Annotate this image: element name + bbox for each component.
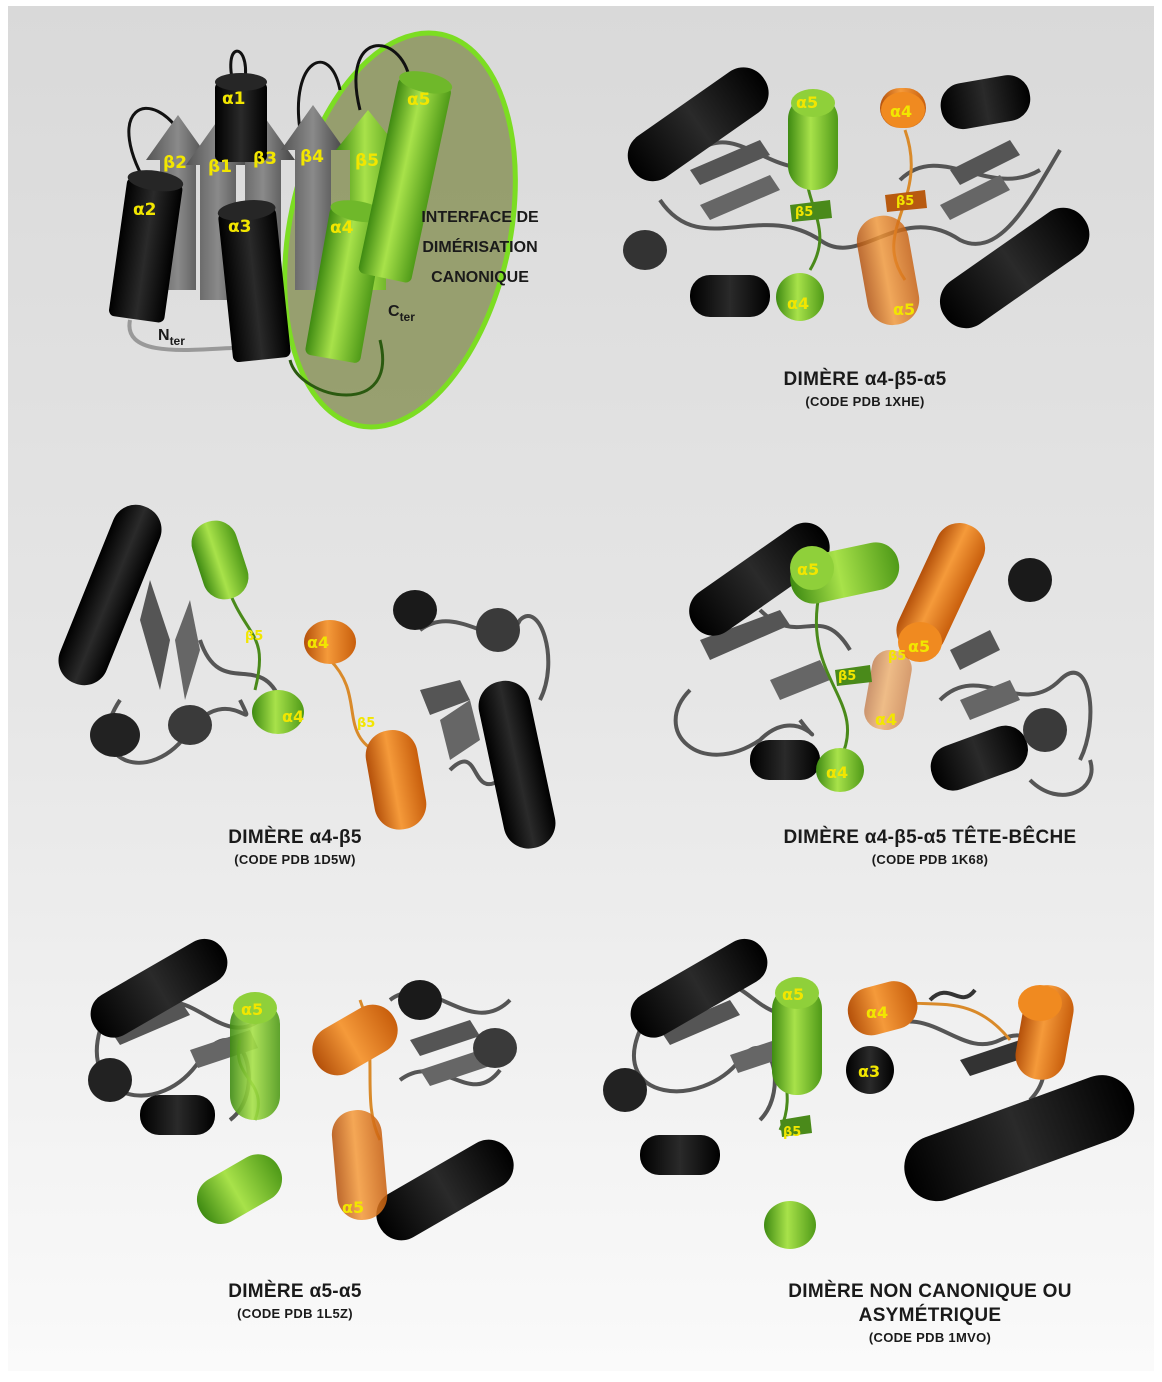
label-g-beta5: β5 xyxy=(795,205,813,220)
caption-code: (CODE PDB 1D5W) xyxy=(150,850,440,870)
label-beta3: β3 xyxy=(253,149,277,169)
label-g-beta5: β5 xyxy=(783,1125,801,1140)
caption-title: DIMÈRE α5-α5 xyxy=(150,1280,440,1304)
label-o-alpha5: α5 xyxy=(342,1198,364,1217)
label-alpha4: α4 xyxy=(330,218,354,238)
label-o-beta5: β5 xyxy=(896,194,914,209)
label-alpha1: α1 xyxy=(222,89,246,109)
caption-title: DIMÈRE α4-β5-α5 TÊTE-BÊCHE xyxy=(740,826,1120,850)
caption-1l5z: DIMÈRE α5-α5 (CODE PDB 1L5Z) xyxy=(150,1280,440,1324)
label-beta5: β5 xyxy=(355,151,379,171)
label-beta2: β2 xyxy=(163,153,187,173)
caption-code: (CODE PDB 1XHE) xyxy=(700,392,1030,412)
caption-1d5w: DIMÈRE α4-β5 (CODE PDB 1D5W) xyxy=(150,826,440,870)
label-o-beta5: β5 xyxy=(357,716,375,731)
label-alpha2: α2 xyxy=(133,200,157,220)
caption-code: (CODE PDB 1K68) xyxy=(740,850,1120,870)
label-g-beta5: β5 xyxy=(838,669,856,684)
label-beta4: β4 xyxy=(300,147,324,167)
caption-code: (CODE PDB 1MVO) xyxy=(740,1328,1120,1348)
label-g-alpha5: α5 xyxy=(797,560,819,579)
label-o-beta5: β5 xyxy=(888,649,906,664)
interface-line-2: DIMÉRISATION xyxy=(422,237,537,256)
caption-title: DIMÈRE α4-β5 xyxy=(150,826,440,850)
label-alpha3: α3 xyxy=(228,217,252,237)
label-g-beta5: β5 xyxy=(245,629,263,644)
caption-code: (CODE PDB 1L5Z) xyxy=(150,1304,440,1324)
label-o-alpha4: α4 xyxy=(890,102,912,121)
label-o-alpha4: α4 xyxy=(307,633,329,652)
caption-title-line-2: ASYMÉTRIQUE xyxy=(740,1304,1120,1328)
caption-1k68: DIMÈRE α4-β5-α5 TÊTE-BÊCHE (CODE PDB 1K6… xyxy=(740,826,1120,870)
label-g-alpha4: α4 xyxy=(282,707,304,726)
label-g-alpha4: α4 xyxy=(826,763,848,782)
label-alpha5: α5 xyxy=(407,90,431,110)
interface-line-3: CANONIQUE xyxy=(431,269,529,286)
caption-title-line-1: DIMÈRE NON CANONIQUE OU xyxy=(740,1280,1120,1304)
label-g-alpha5: α5 xyxy=(796,93,818,112)
interface-line-1: INTERFACE DE xyxy=(421,209,539,226)
label-g-alpha5: α5 xyxy=(241,1000,263,1019)
label-o-alpha5: α5 xyxy=(893,300,915,319)
label-g-alpha4: α4 xyxy=(787,294,809,313)
caption-1mvo: DIMÈRE NON CANONIQUE OU ASYMÉTRIQUE (COD… xyxy=(740,1280,1120,1348)
label-beta1: β1 xyxy=(208,157,232,177)
label-o-alpha4: α4 xyxy=(875,710,897,729)
caption-1xhe: DIMÈRE α4-β5-α5 (CODE PDB 1XHE) xyxy=(700,368,1030,412)
caption-title: DIMÈRE α4-β5-α5 xyxy=(700,368,1030,392)
label-g-alpha5: α5 xyxy=(782,985,804,1004)
label-o-alpha4: α4 xyxy=(866,1003,888,1022)
label-o-alpha5: α5 xyxy=(908,637,930,656)
label-k-alpha3: α3 xyxy=(858,1062,880,1081)
